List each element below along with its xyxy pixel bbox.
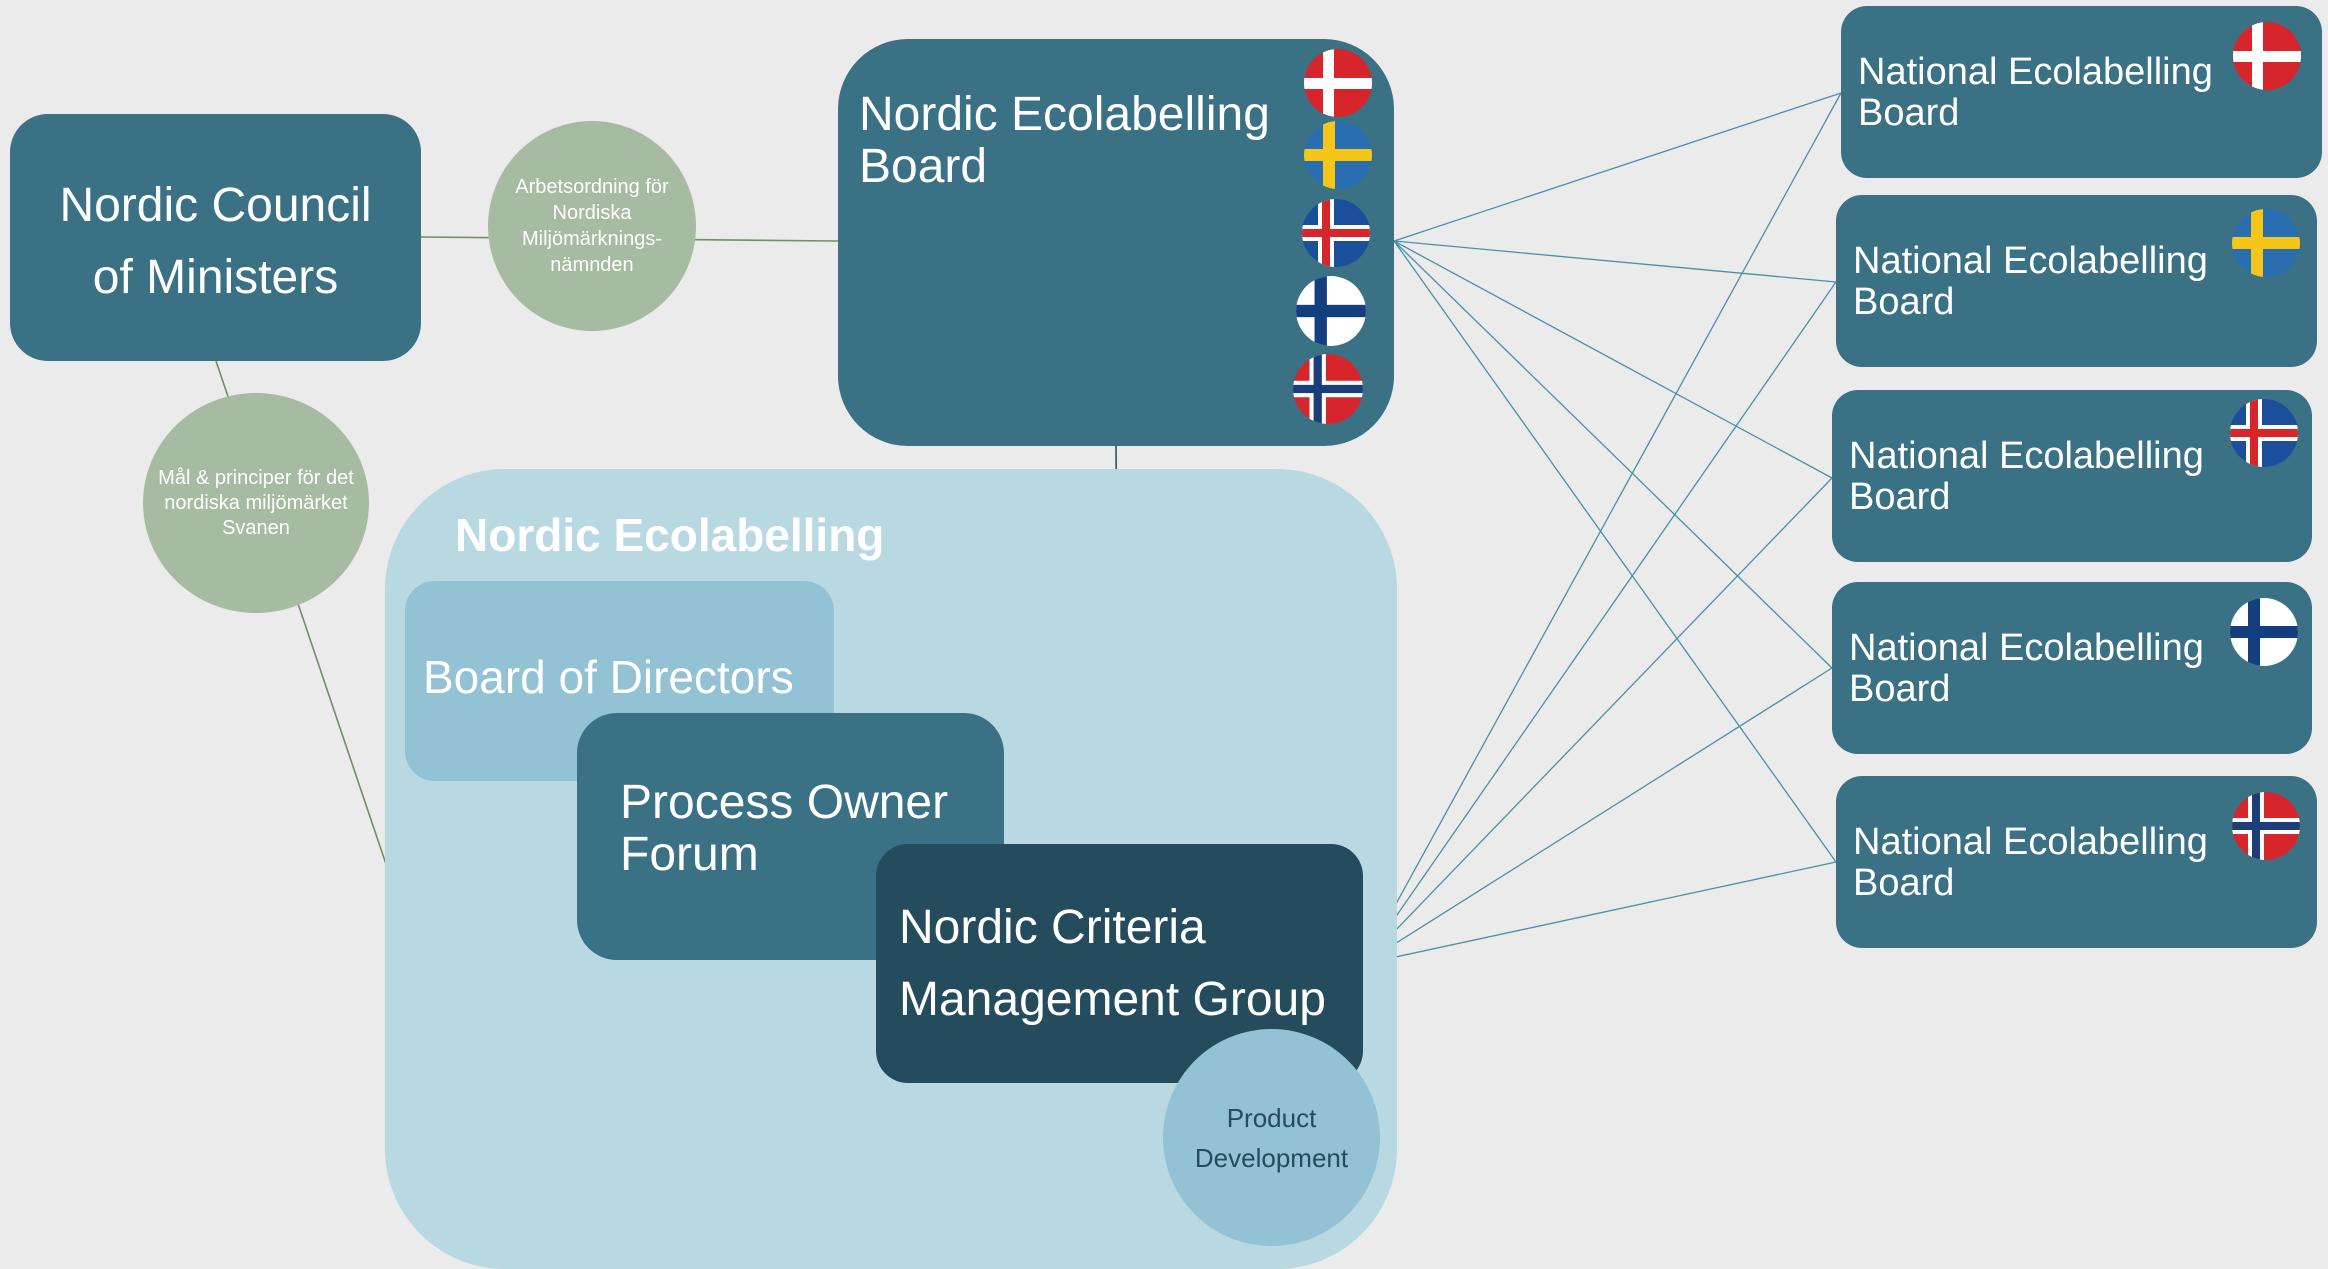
denmark-flag-icon bbox=[1304, 49, 1372, 117]
fan-line-0-2 bbox=[1393, 240, 1833, 479]
national-board-line1: National Ecolabelling bbox=[1849, 627, 2204, 669]
mal-principer-circle: Mål & principer för det nordiska miljömä… bbox=[143, 393, 369, 613]
sweden-flag-icon bbox=[1304, 121, 1372, 189]
fan-line-0-0 bbox=[1393, 92, 1842, 242]
fan-line-0-3 bbox=[1393, 240, 1833, 669]
national-board-line2: Board bbox=[1849, 476, 1951, 518]
nordic-council-of-ministers-box: Nordic Council of Ministers bbox=[10, 114, 421, 361]
arbetsordning-line3: Miljömärknings- bbox=[521, 228, 662, 250]
product-development-line1: Product bbox=[1226, 1102, 1317, 1133]
denmark-flag-icon bbox=[2233, 22, 2301, 90]
arbetsordning-line1: Arbetsordning för bbox=[515, 176, 669, 198]
nordic-board-line1: Nordic Ecolabelling bbox=[859, 88, 1270, 141]
arbetsordning-line2: Nordiska bbox=[552, 202, 632, 224]
finland-flag-icon bbox=[1296, 276, 1366, 346]
fan-line-1-4 bbox=[1362, 861, 1837, 965]
norway-flag-icon bbox=[1293, 354, 1363, 424]
mal-principer-line3: Svanen bbox=[222, 516, 290, 539]
fan-line-1-1 bbox=[1362, 281, 1837, 965]
national-board-line2: Board bbox=[1853, 281, 1955, 323]
national-board-line1: National Ecolabelling bbox=[1858, 51, 2213, 93]
criteria-group-line1: Nordic Criteria bbox=[899, 901, 1206, 954]
product-development-line2: Development bbox=[1194, 1142, 1349, 1173]
mal-principer-line2: nordiska miljömärket bbox=[164, 491, 348, 514]
national-board-line2: Board bbox=[1849, 668, 1951, 710]
national-board-line1: National Ecolabelling bbox=[1853, 821, 2208, 863]
process-owner-line1: Process Owner bbox=[620, 776, 949, 829]
mal-principer-line1: Mål & principer för det bbox=[158, 466, 354, 489]
fan-line-0-4 bbox=[1393, 240, 1837, 863]
national-board-line1: National Ecolabelling bbox=[1853, 240, 2208, 282]
national-board-sweden: National Ecolabelling Board bbox=[1836, 195, 2317, 367]
national-board-line2: Board bbox=[1858, 92, 1960, 134]
nordic-council-line1: Nordic Council bbox=[59, 179, 372, 232]
iceland-flag-icon bbox=[2230, 399, 2298, 467]
product-development-circle: Product Development bbox=[1163, 1029, 1380, 1246]
arbetsordning-line4: nämnden bbox=[550, 254, 634, 276]
nordic-ecolabelling-title: Nordic Ecolabelling bbox=[455, 509, 885, 561]
norway-flag-icon bbox=[2232, 792, 2300, 860]
national-board-line1: National Ecolabelling bbox=[1849, 435, 2204, 477]
nordic-board-line2: Board bbox=[859, 140, 988, 193]
national-board-norway: National Ecolabelling Board bbox=[1836, 776, 2317, 948]
criteria-group-line2: Management Group bbox=[899, 973, 1326, 1026]
fan-line-1-0 bbox=[1362, 92, 1842, 965]
national-board-finland: National Ecolabelling Board bbox=[1832, 582, 2312, 754]
fan-line-1-3 bbox=[1362, 667, 1833, 965]
national-board-iceland: National Ecolabelling Board bbox=[1832, 390, 2312, 562]
national-board-line2: Board bbox=[1853, 862, 1955, 904]
iceland-flag-icon bbox=[1302, 199, 1370, 267]
finland-flag-icon bbox=[2230, 598, 2298, 666]
sweden-flag-icon bbox=[2232, 209, 2300, 277]
nordic-council-line2: of Ministers bbox=[92, 251, 339, 304]
process-owner-line2: Forum bbox=[620, 828, 759, 881]
national-connectors bbox=[1362, 92, 1842, 965]
fan-line-1-2 bbox=[1362, 477, 1833, 965]
arbetsordning-circle: Arbetsordning för Nordiska Miljömärkning… bbox=[488, 121, 696, 331]
board-of-directors-label: Board of Directors bbox=[423, 651, 794, 703]
fan-line-0-1 bbox=[1393, 240, 1837, 283]
